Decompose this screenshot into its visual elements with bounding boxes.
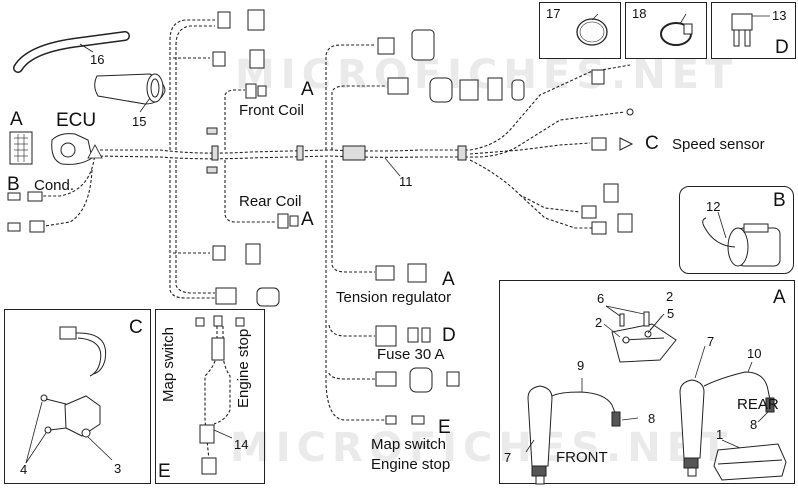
- cond-label: Cond.: [34, 177, 75, 194]
- letter-a-front-coil: A: [301, 79, 314, 100]
- letter-b-box: B: [773, 190, 786, 211]
- part-number-10: 10: [747, 346, 762, 361]
- ecu-label: ECU: [56, 110, 97, 131]
- inset-box-18: [625, 2, 707, 59]
- rear-label: REAR: [737, 396, 779, 413]
- part-number-14: 14: [234, 437, 249, 452]
- letter-c-box: C: [129, 317, 143, 338]
- tension-regulator-label: Tension regulator: [336, 289, 452, 306]
- letter-d-box: D: [775, 37, 789, 58]
- part-number-4: 4: [20, 462, 28, 477]
- inset-box-13-d: [711, 2, 796, 59]
- watermark-bottom: MICROFICHES.NET: [230, 425, 734, 471]
- part-number-16: 16: [90, 52, 105, 67]
- part-number-15: 15: [132, 114, 147, 129]
- letter-d-fuse: D: [442, 325, 456, 346]
- part-number-2-top: 2: [666, 289, 674, 304]
- part-number-5: 5: [667, 306, 675, 321]
- engine-stop-label: Engine stop: [371, 456, 451, 473]
- inset-box-17: [539, 2, 621, 59]
- part-number-7-rear: 7: [707, 334, 715, 349]
- front-label: FRONT: [556, 449, 608, 466]
- part-number-11: 11: [399, 174, 413, 189]
- inset-box-12-b: [679, 186, 794, 274]
- letter-a-rear-coil: A: [301, 209, 314, 230]
- inset-box-e: [155, 309, 265, 484]
- inset-box-c: [4, 309, 151, 484]
- part-number-8-rear: 8: [750, 417, 758, 432]
- watermark-top: MICROFICHES.NET: [235, 52, 739, 98]
- part-number-12: 12: [706, 199, 721, 214]
- letter-a-box: A: [773, 287, 786, 308]
- map-switch-label: Map switch: [371, 436, 447, 453]
- letter-b-cond: B: [7, 174, 20, 195]
- rear-coil-label: Rear Coil: [239, 193, 302, 210]
- part-number-9: 9: [577, 358, 585, 373]
- letter-e-box: E: [158, 461, 171, 482]
- part-number-1: 1: [716, 427, 724, 442]
- speed-sensor-label: Speed sensor: [672, 136, 765, 153]
- fuse-label: Fuse 30 A: [377, 346, 445, 363]
- part-number-6: 6: [597, 291, 605, 306]
- letter-c-speed: C: [645, 133, 659, 154]
- part-number-2-left: 2: [595, 315, 603, 330]
- front-coil-label: Front Coil: [239, 102, 305, 119]
- part-number-7-front: 7: [504, 450, 512, 465]
- inset-box-a-coils: [499, 280, 795, 484]
- part-number-18: 18: [632, 6, 647, 21]
- engine-stop-vertical-label: Engine stop: [235, 328, 252, 408]
- part-number-8-front: 8: [648, 411, 656, 426]
- part-number-17: 17: [546, 6, 561, 21]
- letter-e-map: E: [438, 417, 451, 438]
- part-number-13: 13: [772, 8, 787, 23]
- map-switch-vertical-label: Map switch: [160, 326, 177, 402]
- letter-a-tension: A: [442, 269, 455, 290]
- part-number-3: 3: [114, 461, 122, 476]
- letter-a-ecu: A: [10, 109, 23, 130]
